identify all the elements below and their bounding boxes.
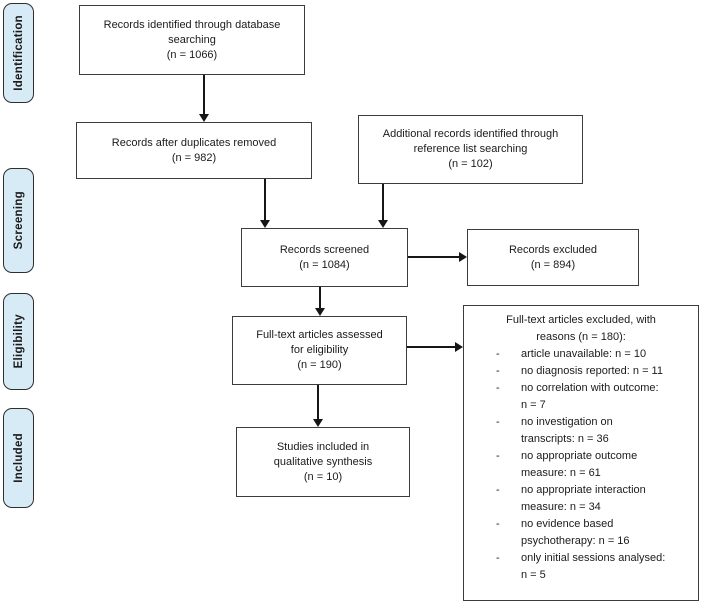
bullet-dash: - bbox=[496, 450, 500, 462]
stage-included: Included bbox=[3, 408, 34, 508]
stage-identification-label: Identification bbox=[12, 15, 25, 91]
box-records-identified: Records identified through database sear… bbox=[79, 5, 305, 75]
box-records-excluded: Records excluded (n = 894) bbox=[467, 229, 639, 286]
bullet-dash: - bbox=[496, 416, 500, 428]
arrow-head-right-icon bbox=[459, 252, 467, 262]
arrow-duplicates-to-screened bbox=[260, 179, 270, 228]
box-records-screened: Records screened (n = 1084) bbox=[241, 228, 408, 287]
exclusion-reason-text: measure: n = 61 bbox=[521, 467, 601, 479]
box-fulltext-assessed: Full-text articles assessed for eligibil… bbox=[232, 316, 407, 385]
exclusion-reason-text: no evidence based bbox=[521, 518, 614, 530]
arrow-head-down-icon bbox=[315, 308, 325, 316]
arrow-screened-to-fulltext bbox=[315, 287, 325, 316]
box-records-screened-count: (n = 1084) bbox=[299, 258, 350, 271]
exclusion-reason-text: n = 7 bbox=[521, 399, 546, 411]
arrow-head-down-icon bbox=[260, 220, 270, 228]
exclusion-reason-item: - no appropriate interaction measure: n … bbox=[496, 482, 698, 516]
stage-screening: Screening bbox=[3, 168, 34, 273]
exclusion-reason-item: - no correlation with outcome: n = 7 bbox=[496, 380, 698, 414]
exclusion-reason-text: only initial sessions analysed: bbox=[521, 552, 666, 564]
exclusion-reason-text: article unavailable: n = 10 bbox=[521, 348, 647, 360]
stage-eligibility-label: Eligibility bbox=[12, 314, 25, 369]
arrow-fulltext-to-included bbox=[313, 385, 323, 427]
exclusion-reason-item: - only initial sessions analysed: n = 5 bbox=[496, 550, 698, 584]
arrow-head-right-icon bbox=[455, 342, 463, 352]
fulltext-excluded-title: reasons (n = 180): bbox=[536, 331, 626, 343]
exclusion-reason-item: - no evidence based psychotherapy: n = 1… bbox=[496, 516, 698, 550]
exclusion-reason-item: - no diagnosis reported: n = 11 bbox=[496, 363, 698, 380]
fulltext-excluded-title: Full-text articles excluded, with bbox=[506, 314, 656, 326]
bullet-dash: - bbox=[496, 365, 500, 377]
arrow-head-down-icon bbox=[378, 220, 388, 228]
exclusion-reason-text: no correlation with outcome: bbox=[521, 382, 659, 394]
box-records-excluded-count: (n = 894) bbox=[530, 258, 576, 271]
box-studies-included-line: Studies included in bbox=[276, 440, 370, 453]
bullet-dash: - bbox=[496, 484, 500, 496]
box-records-identified-line: searching bbox=[168, 33, 216, 46]
exclusion-reason-text: no diagnosis reported: n = 11 bbox=[521, 365, 663, 377]
stage-eligibility: Eligibility bbox=[3, 293, 34, 390]
exclusion-reason-item: - article unavailable: n = 10 bbox=[496, 346, 698, 363]
bullet-dash: - bbox=[496, 382, 500, 394]
arrow-fulltext-to-excluded-reasons bbox=[407, 342, 463, 352]
box-additional-records: Additional records identified through re… bbox=[358, 115, 583, 184]
exclusion-reason-text: transcripts: n = 36 bbox=[521, 433, 609, 445]
exclusion-reason-text: psychotherapy: n = 16 bbox=[521, 535, 630, 547]
box-studies-included-line: qualitative synthesis bbox=[273, 455, 373, 468]
box-additional-records-line: Additional records identified through bbox=[382, 128, 559, 140]
box-additional-records-count: (n = 102) bbox=[448, 158, 493, 170]
exclusion-reason-text: no appropriate outcome bbox=[521, 450, 638, 462]
box-fulltext-assessed-count: (n = 190) bbox=[297, 359, 342, 371]
box-records-identified-line: Records identified through database bbox=[103, 18, 281, 31]
stage-screening-label: Screening bbox=[12, 191, 25, 250]
box-additional-records-line: reference list searching bbox=[413, 143, 528, 155]
arrow-head-down-icon bbox=[313, 419, 323, 427]
bullet-dash: - bbox=[496, 348, 500, 360]
arrow-additional-to-screened bbox=[378, 184, 388, 228]
box-fulltext-excluded: Full-text articles excluded, with reason… bbox=[463, 305, 699, 601]
exclusion-reason-item: - no appropriate outcome measure: n = 61 bbox=[496, 448, 698, 482]
box-fulltext-assessed-line: for eligibility bbox=[290, 344, 349, 356]
stage-identification: Identification bbox=[3, 3, 34, 103]
exclusion-reason-text: n = 5 bbox=[521, 569, 546, 581]
exclusion-reason-item: - no investigation on transcripts: n = 3… bbox=[496, 414, 698, 448]
exclusion-reason-text: measure: n = 34 bbox=[521, 501, 601, 513]
arrow-head-down-icon bbox=[199, 114, 209, 122]
exclusion-reason-text: no appropriate interaction bbox=[521, 484, 646, 496]
bullet-dash: - bbox=[496, 552, 500, 564]
box-duplicates-removed-count: (n = 982) bbox=[171, 151, 217, 164]
box-duplicates-removed-line: Records after duplicates removed bbox=[111, 136, 277, 149]
box-studies-included: Studies included in qualitative synthesi… bbox=[236, 427, 410, 497]
bullet-dash: - bbox=[496, 518, 500, 530]
box-fulltext-assessed-line: Full-text articles assessed bbox=[256, 329, 383, 341]
arrow-identified-to-duplicates bbox=[199, 75, 209, 122]
box-records-screened-line: Records screened bbox=[279, 243, 370, 256]
arrow-screened-to-excluded bbox=[408, 252, 467, 262]
exclusion-reason-text: no investigation on bbox=[521, 416, 613, 428]
stage-included-label: Included bbox=[12, 433, 25, 483]
box-records-excluded-line: Records excluded bbox=[508, 243, 598, 256]
box-studies-included-count: (n = 10) bbox=[303, 470, 343, 483]
box-duplicates-removed: Records after duplicates removed (n = 98… bbox=[76, 122, 312, 179]
box-records-identified-count: (n = 1066) bbox=[166, 48, 218, 61]
